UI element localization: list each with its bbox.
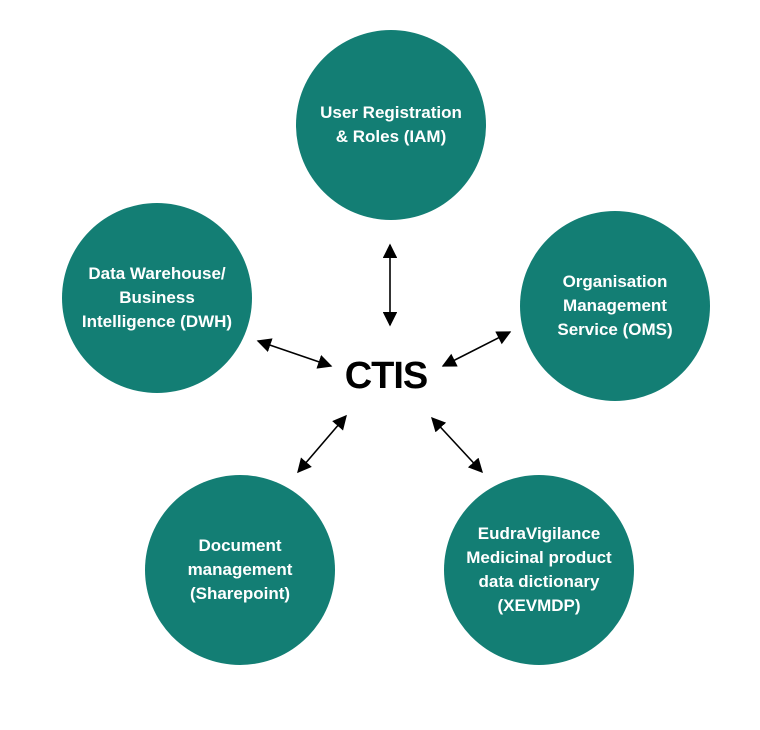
node-label-line: Medicinal product	[466, 548, 612, 567]
node-label-line: User Registration	[320, 103, 462, 122]
node-label-line: data dictionary	[478, 572, 600, 591]
node-label-line: & Roles (IAM)	[335, 127, 447, 146]
node-document-management-sharepoint: Document management (Sharepoint)	[145, 475, 335, 665]
node-label-line: EudraVigilance	[477, 524, 601, 543]
node-data-warehouse-dwh: Data Warehouse/ Business Intelligence (D…	[62, 203, 252, 393]
node-organisation-management-oms: Organisation Management Service (OMS)	[520, 211, 710, 401]
node-eudravigilance-xevmdp: EudraVigilance Medicinal product data di…	[444, 475, 634, 665]
node-label-line: (Sharepoint)	[189, 584, 291, 603]
arrow-ctis-oms	[441, 331, 512, 367]
node-label-line: Data Warehouse/	[88, 264, 226, 283]
node-label-line: Intelligence (DWH)	[81, 312, 233, 331]
node-user-registration-iam: User Registration & Roles (IAM)	[296, 30, 486, 220]
node-label-line: Management	[563, 296, 667, 315]
node-label-line: (XEVMDP)	[497, 596, 581, 615]
node-label-line: Organisation	[562, 272, 668, 291]
arrow-ctis-dwh	[256, 338, 333, 369]
arrow-ctis-xevmdp	[431, 416, 483, 474]
node-label-line: Service (OMS)	[557, 320, 673, 339]
arrow-ctis-sharepoint	[297, 414, 347, 474]
ctis-center-label: CTIS	[344, 354, 429, 397]
node-label-line: management	[187, 560, 293, 579]
node-label-line: Document	[198, 536, 282, 555]
node-label-line: Business	[119, 288, 195, 307]
